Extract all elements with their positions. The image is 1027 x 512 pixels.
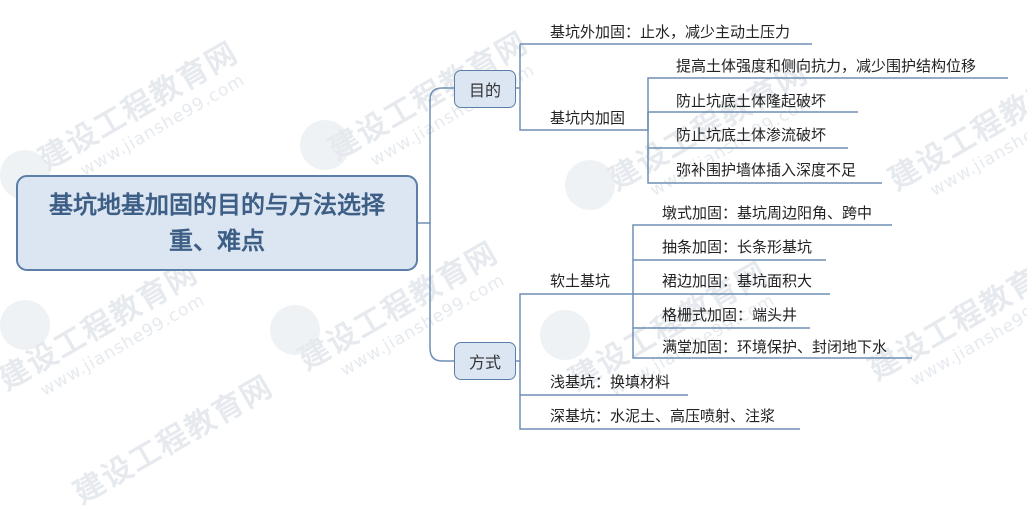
topic-method-label: 方式 [468, 353, 501, 372]
topic-purpose-label: 目的 [468, 81, 501, 100]
topic-method[interactable]: 方式 [454, 342, 516, 380]
connector-lines [418, 43, 1008, 430]
leaf-soft-item[interactable]: 抽条加固：长条形基坑 [662, 238, 813, 256]
subtopic-shallow-pit[interactable]: 浅基坑：换填材料 [550, 373, 671, 391]
leaf-soft-item[interactable]: 裙边加固：基坑面积大 [662, 272, 813, 290]
root-topic-label: 基坑地基加固的目的与方法选择重、难点 [49, 191, 385, 255]
leaf-soft-item[interactable]: 墩式加固：基坑周边阳角、跨中 [662, 204, 873, 222]
leaf-soft-item[interactable]: 满堂加固：环境保护、封闭地下水 [662, 338, 888, 356]
topic-purpose[interactable]: 目的 [454, 70, 516, 108]
root-topic[interactable]: 基坑地基加固的目的与方法选择重、难点 [16, 175, 418, 271]
leaf-inner-item[interactable]: 防止坑底土体隆起破坏 [676, 92, 827, 110]
subtopic-outer-reinforcement[interactable]: 基坑外加固：止水，减少主动土压力 [550, 23, 791, 41]
subtopic-soft-soil-pit[interactable]: 软土基坑 [550, 272, 611, 290]
leaf-inner-item[interactable]: 提高土体强度和侧向抗力，减少围护结构位移 [676, 57, 977, 75]
subtopic-deep-pit[interactable]: 深基坑：水泥土、高压喷射、注浆 [550, 407, 776, 425]
leaf-inner-item[interactable]: 防止坑底土体渗流破坏 [676, 126, 827, 144]
leaf-soft-item[interactable]: 格栅式加固：端头井 [662, 306, 798, 324]
subtopic-inner-reinforcement[interactable]: 基坑内加固 [550, 109, 626, 127]
leaf-inner-item[interactable]: 弥补围护墙体插入深度不足 [676, 161, 857, 179]
